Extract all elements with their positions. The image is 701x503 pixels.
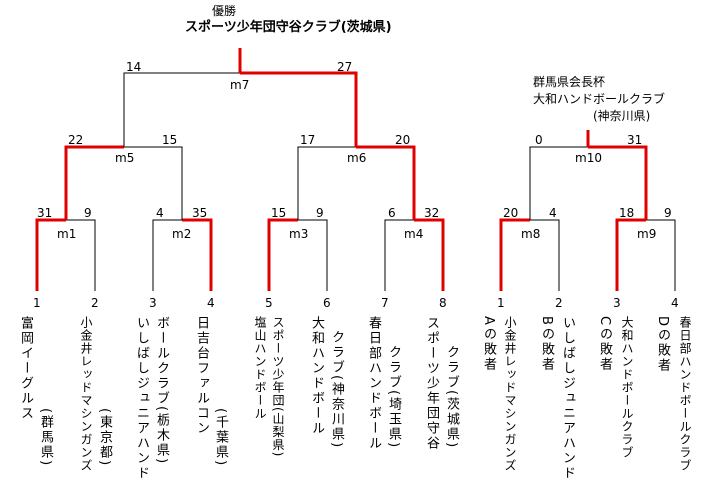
- bracket-line: [414, 218, 445, 291]
- score: 22: [68, 133, 84, 147]
- team-name: Aの敗者: [481, 316, 496, 372]
- score: 15: [271, 206, 287, 220]
- match-label: m4: [404, 227, 424, 241]
- score: 18: [619, 206, 635, 220]
- bracket-line: [35, 218, 66, 291]
- bracket-line: [152, 219, 182, 291]
- bracket-line: [298, 219, 328, 291]
- bracket-line: [646, 219, 676, 291]
- team-pref: (群馬県): [38, 408, 53, 468]
- match-label: m1: [57, 227, 77, 241]
- team-name: 小金井レッドマシンガンズ: [79, 316, 93, 472]
- match-label: m8: [521, 227, 541, 241]
- match-label: m7: [230, 78, 250, 92]
- bracket-line: [529, 146, 588, 220]
- bracket-line: [615, 218, 646, 291]
- bracket-line: [64, 145, 124, 220]
- score: 4: [156, 206, 164, 220]
- team-pref: ボールクラブ(栃木県): [154, 316, 169, 466]
- bracket-line: [66, 219, 96, 291]
- team-subname: 小金井レッドマシンガンズ: [503, 316, 517, 472]
- score: 35: [192, 206, 208, 220]
- seed-number: 4: [207, 296, 215, 310]
- seed-number: 3: [149, 296, 157, 310]
- seed-number: 7: [381, 296, 389, 310]
- match-label: m6: [347, 151, 367, 165]
- bracket-line: [182, 218, 213, 291]
- team-name: 春日部ハンドボール: [366, 316, 381, 451]
- score: 6: [388, 206, 396, 220]
- score: 20: [503, 206, 519, 220]
- team-name: いしばしジュニアハンド: [134, 316, 149, 481]
- score: 17: [300, 133, 316, 147]
- seed-number: 3: [613, 296, 621, 310]
- bracket-line: [267, 218, 298, 291]
- team-subname: 大和ハンドボールクラブ: [620, 316, 634, 459]
- team-name: Cの敗者: [597, 316, 612, 373]
- match-label: m9: [637, 227, 657, 241]
- team-subname: いしばしジュニアハンド: [560, 316, 575, 481]
- score: 32: [424, 206, 440, 220]
- seed-number: 8: [439, 296, 447, 310]
- team-name: Bの敗者: [539, 316, 554, 372]
- score: 31: [37, 206, 53, 220]
- seed-number: 5: [265, 296, 273, 310]
- bracket-line: [384, 219, 414, 291]
- match-label: m10: [575, 151, 602, 165]
- seed-number: 2: [555, 296, 563, 310]
- bracket-line: [588, 145, 648, 220]
- team-pref: クラブ(茨城県): [444, 345, 459, 450]
- team-pref: (千葉県): [213, 408, 228, 468]
- score: 15: [162, 133, 178, 147]
- match-label: m3: [289, 227, 309, 241]
- bracket-line: [124, 146, 183, 220]
- consolation-champion-pref: (神奈川県): [593, 109, 651, 123]
- bracket-line: [297, 146, 356, 220]
- score: 9: [664, 206, 672, 220]
- score: 0: [535, 133, 543, 147]
- consolation-champion-name: 大和ハンドボールクラブ: [533, 92, 666, 106]
- champion-label: 優勝: [212, 4, 237, 18]
- seed-number: 2: [91, 296, 99, 310]
- bracket-line: [530, 219, 560, 291]
- bracket-line: [356, 145, 416, 220]
- bracket-line: [123, 72, 240, 147]
- team-pref: クラブ(神奈川県): [329, 330, 344, 450]
- consolation-title: 群馬県会長杯: [533, 75, 606, 89]
- team-name: Dの敗者: [655, 316, 670, 374]
- team-subname: 春日部ハンドボールクラブ: [678, 316, 692, 472]
- team-name: 大和ハンドボール: [309, 316, 324, 436]
- score: 14: [126, 60, 142, 74]
- team-pref: クラブ(埼玉県): [386, 345, 401, 450]
- score: 9: [84, 206, 92, 220]
- score: 4: [549, 206, 557, 220]
- team-pref: (東京都): [97, 408, 112, 468]
- match-label: m5: [115, 151, 135, 165]
- champion-name: スポーツ少年団守谷クラブ(茨城県): [185, 20, 392, 35]
- score: 9: [316, 206, 324, 220]
- team-name: 日吉台ファルコン: [194, 316, 209, 436]
- team-name: 富岡イーグルス: [18, 316, 33, 421]
- score: 27: [337, 60, 353, 74]
- team-name: スポーツ少年団守谷: [424, 316, 439, 451]
- score: 31: [627, 133, 643, 147]
- score: 20: [395, 133, 411, 147]
- seed-number: 1: [497, 296, 505, 310]
- bracket-line: [499, 218, 530, 291]
- seed-number: 1: [33, 296, 41, 310]
- match-label: m2: [172, 227, 192, 241]
- bracket-line: [240, 71, 358, 147]
- team-name: 塩山ハンドボール: [253, 316, 267, 420]
- seed-number: 4: [671, 296, 679, 310]
- team-pref: スポーツ少年団(山梨県): [271, 316, 285, 458]
- seed-number: 6: [323, 296, 331, 310]
